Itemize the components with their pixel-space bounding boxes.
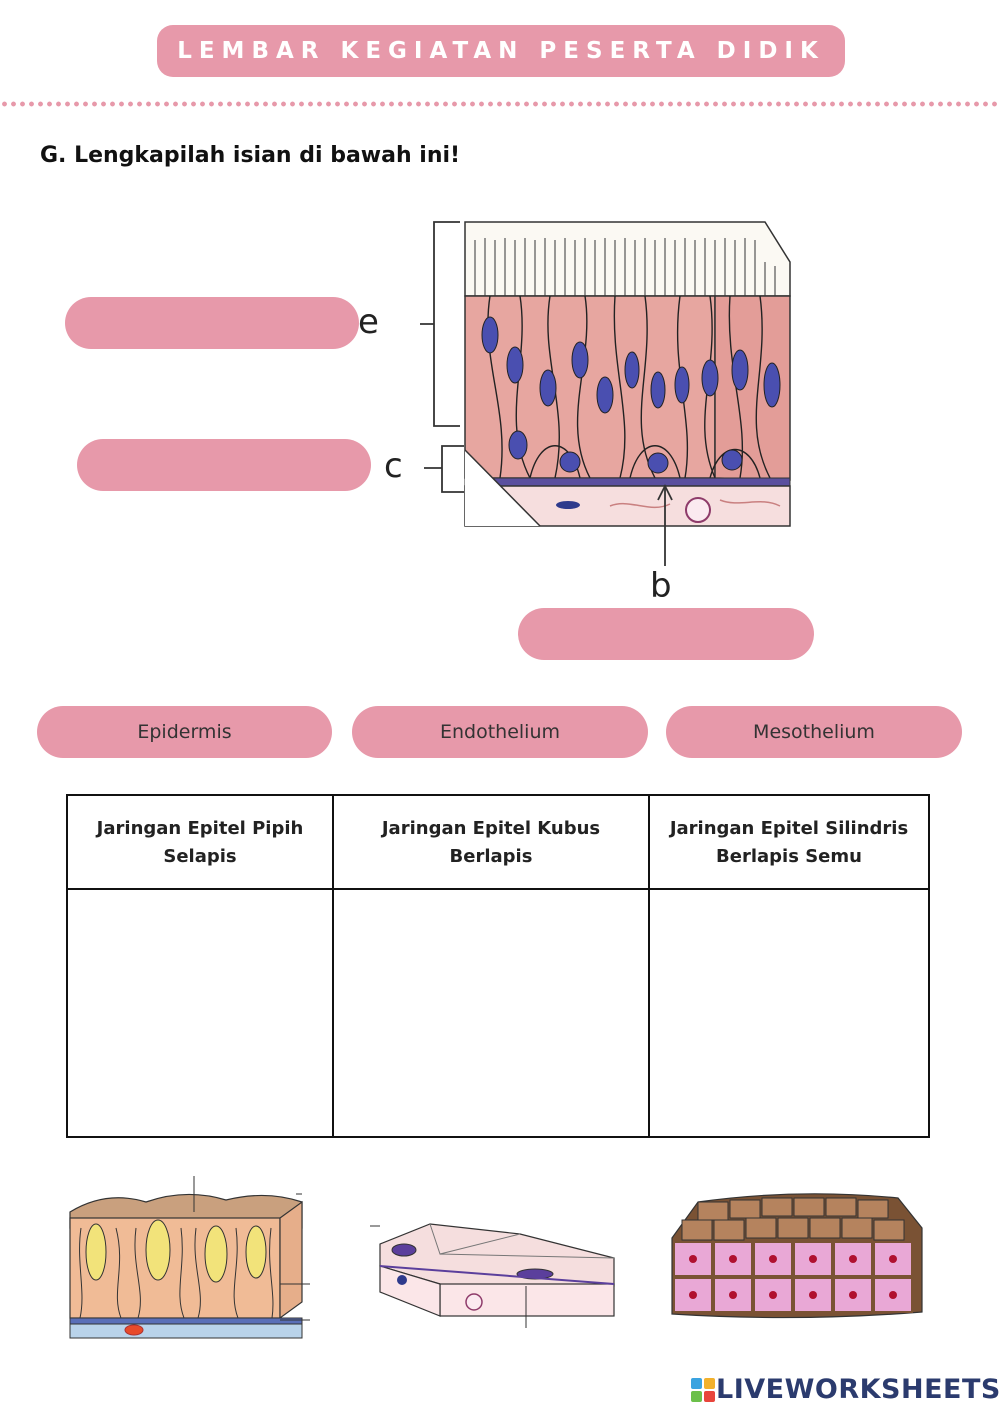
- table-header: Jaringan Epitel Silindris Berlapis Semu: [669, 818, 909, 867]
- table-drop-cell[interactable]: [334, 890, 648, 1136]
- table-header: Jaringan Epitel Kubus Berlapis: [381, 818, 601, 867]
- dotted-divider: [0, 101, 1000, 107]
- classification-table: Jaringan Epitel Pipih Selapis Jaringan E…: [66, 794, 930, 1138]
- table-drop-cell[interactable]: [68, 890, 332, 1136]
- image-simple-squamous-epithelium[interactable]: [370, 1214, 620, 1334]
- label-c: c: [384, 446, 403, 486]
- option-endothelium[interactable]: Endothelium: [352, 706, 648, 758]
- label-e: e: [358, 302, 379, 342]
- option-mesothelium[interactable]: Mesothelium: [666, 706, 962, 758]
- answer-box-c[interactable]: [77, 439, 371, 491]
- liveworksheets-icon: [691, 1377, 715, 1402]
- table-header: Jaringan Epitel Pipih Selapis: [96, 818, 304, 867]
- image-stratified-cuboidal-epithelium[interactable]: [668, 1188, 926, 1326]
- option-epidermis[interactable]: Epidermis: [37, 706, 332, 758]
- answer-box-e[interactable]: [65, 297, 359, 349]
- brand-text: LIVEWORKSHEETS: [716, 1374, 1000, 1405]
- label-b: b: [650, 566, 672, 606]
- table-drop-cell[interactable]: [650, 890, 928, 1136]
- image-pseudostratified-epithelium[interactable]: [66, 1172, 310, 1342]
- main-epithelium-diagram: [420, 221, 791, 566]
- header-banner: LEMBAR KEGIATAN PESERTA DIDIK: [157, 25, 845, 77]
- answer-box-b[interactable]: [518, 608, 814, 660]
- header-title: LEMBAR KEGIATAN PESERTA DIDIK: [177, 38, 825, 64]
- instruction-text: G. Lengkapilah isian di bawah ini!: [40, 143, 461, 168]
- liveworksheets-logo: LIVEWORKSHEETS: [690, 1374, 1000, 1405]
